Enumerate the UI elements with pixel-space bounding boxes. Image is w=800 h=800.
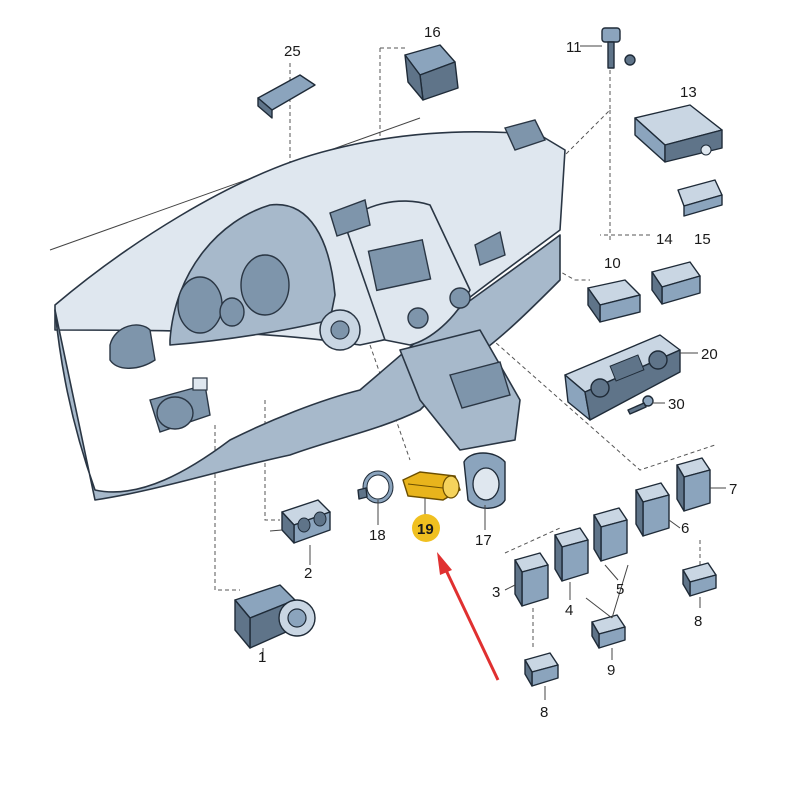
part-8-blank-left xyxy=(524,652,559,687)
callout-8-left: 8 xyxy=(540,704,548,721)
part-13-module xyxy=(634,104,723,163)
callout-7: 7 xyxy=(729,481,737,498)
part-2-switch xyxy=(269,499,331,544)
callout-17: 17 xyxy=(475,532,492,549)
part-19-ignition-lock xyxy=(402,471,461,501)
part-11-sensor xyxy=(601,27,636,69)
highlight-badge xyxy=(412,514,440,542)
part-9-blank xyxy=(591,614,626,649)
part-30-screw xyxy=(627,395,654,415)
callout-25: 25 xyxy=(284,43,301,60)
part-10-switch xyxy=(587,279,641,323)
callout-3: 3 xyxy=(492,584,500,601)
part-6-button xyxy=(635,482,670,537)
part-18-ring xyxy=(357,470,394,504)
part-20-climate-control xyxy=(564,334,681,421)
part-4-button xyxy=(554,527,589,582)
callout-20: 20 xyxy=(701,346,718,363)
part-17-bezel xyxy=(463,452,506,509)
callout-13: 13 xyxy=(680,84,697,101)
leader-lines xyxy=(214,47,716,650)
callout-16: 16 xyxy=(424,24,441,41)
callout-1: 1 xyxy=(258,649,266,666)
part-5-button xyxy=(593,507,628,562)
callout-8-right: 8 xyxy=(694,613,702,630)
callout-2: 2 xyxy=(304,565,312,582)
part-25-trim xyxy=(257,74,316,119)
callout-5: 5 xyxy=(616,581,624,598)
callout-leaders xyxy=(262,45,726,700)
part-16-switch xyxy=(404,44,459,101)
callout-4: 4 xyxy=(565,602,573,619)
callout-6: 6 xyxy=(681,520,689,537)
part-8-blank-right xyxy=(682,562,717,597)
part-14-switch xyxy=(651,261,701,305)
part-3-button xyxy=(514,552,549,607)
dashboard-assembly xyxy=(54,119,566,501)
callout-9: 9 xyxy=(607,662,615,679)
callout-11: 11 xyxy=(566,39,582,56)
callout-19: 19 xyxy=(417,521,434,538)
part-15-cover xyxy=(677,179,723,217)
callout-labels: 1 2 3 4 5 6 7 8 8 9 10 11 13 14 15 16 17… xyxy=(258,24,737,721)
callout-10: 10 xyxy=(604,255,621,272)
callout-18: 18 xyxy=(369,527,386,544)
callout-15: 15 xyxy=(694,231,711,248)
dashboard-edge-line xyxy=(49,117,421,251)
pointer-arrow xyxy=(437,552,500,681)
callout-14: 14 xyxy=(656,231,673,248)
part-1-light-switch xyxy=(234,584,316,649)
part-7-button xyxy=(676,457,711,512)
callout-30: 30 xyxy=(668,396,685,413)
